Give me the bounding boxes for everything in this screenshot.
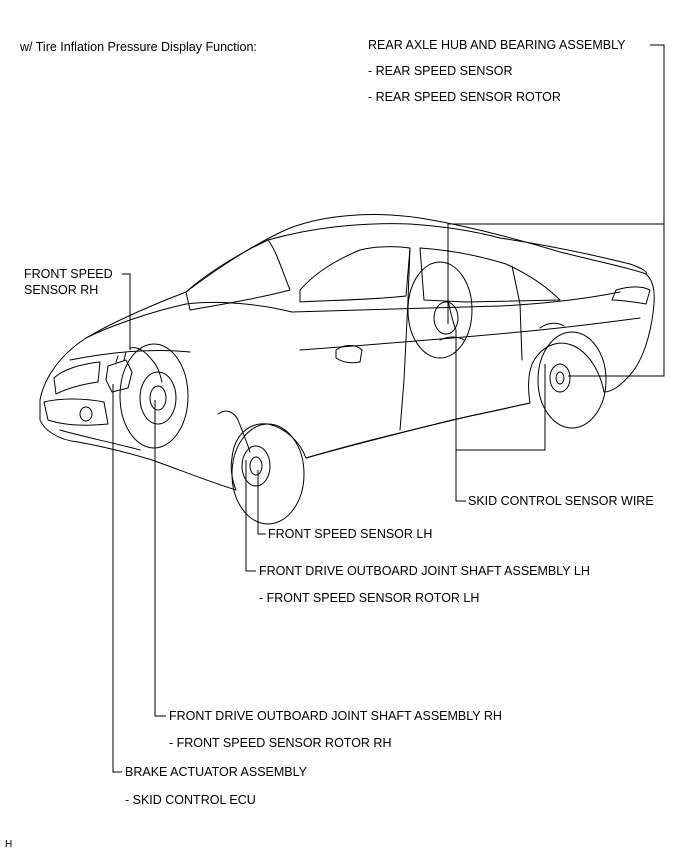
corner-mark: H	[5, 839, 13, 850]
label-front-drive-shaft-lh: FRONT DRIVE OUTBOARD JOINT SHAFT ASSEMBL…	[259, 564, 590, 578]
rear-deck	[499, 237, 647, 275]
leader-rear-axle-hub	[568, 44, 665, 377]
leader-front-drive-shaft-rh	[154, 400, 166, 717]
hood-crease	[69, 349, 191, 361]
side-mirror	[335, 345, 363, 364]
label-skid-control-sensor-wire: SKID CONTROL SENSOR WIRE	[468, 494, 654, 508]
front-right-wheel	[119, 343, 189, 449]
leader-rear-axle-hub-2	[447, 223, 664, 324]
label-skid-control-ecu: - SKID CONTROL ECU	[125, 793, 256, 807]
front-right-rotor	[149, 385, 167, 411]
label-rear-axle-hub: REAR AXLE HUB AND BEARING ASSEMBLY	[368, 38, 626, 52]
label-front-speed-sensor-rh-line1: FRONT SPEED	[24, 267, 113, 281]
rear-right-hub	[433, 301, 459, 335]
rear-left-wheel	[537, 331, 607, 429]
tail-light	[611, 286, 651, 305]
front-left-wheel	[231, 423, 305, 525]
leader-front-speed-sensor-lh	[257, 470, 266, 535]
leader-brake-actuator	[112, 384, 122, 773]
front-lh-sensor-wire	[217, 410, 251, 453]
rear-right-wheel	[407, 261, 473, 359]
front-door-handle	[439, 336, 465, 341]
beltline	[291, 291, 621, 313]
leader-front-drive-shaft-lh	[245, 460, 256, 572]
car-body-outline	[39, 214, 655, 491]
label-front-speed-sensor-lh: FRONT SPEED SENSOR LH	[268, 527, 433, 541]
label-front-speed-sensor-rotor-rh: - FRONT SPEED SENSOR ROTOR RH	[169, 736, 392, 750]
rear-door-handle	[539, 322, 565, 329]
diagram-header: w/ Tire Inflation Pressure Display Funct…	[20, 40, 257, 54]
roof-line	[267, 223, 501, 241]
fog-light	[79, 406, 93, 422]
label-front-speed-sensor-rh-line2: SENSOR RH	[24, 283, 99, 297]
rear-left-hub	[549, 363, 571, 393]
side-crease	[299, 317, 641, 351]
hood-line	[85, 301, 293, 339]
leader-skid-control-sensor-wire	[455, 330, 466, 502]
label-front-drive-shaft-rh: FRONT DRIVE OUTBOARD JOINT SHAFT ASSEMBL…	[169, 709, 502, 723]
leader-skid-control-sensor-wire-2	[456, 364, 546, 451]
leader-front-speed-sensor-rh	[122, 273, 131, 350]
door-split-rear	[511, 265, 523, 361]
windshield	[185, 239, 291, 311]
grille-lower	[59, 429, 141, 451]
brake-actuator-shape	[105, 359, 133, 393]
rear-sensor-wire	[447, 299, 457, 331]
rocker-panel	[305, 402, 531, 459]
rear-left-rotor	[555, 371, 565, 385]
front-right-hub	[139, 371, 177, 425]
label-brake-actuator-assembly: BRAKE ACTUATOR ASSEMBLY	[125, 765, 308, 779]
label-rear-speed-sensor: - REAR SPEED SENSOR	[368, 64, 513, 78]
label-front-speed-sensor-rotor-lh: - FRONT SPEED SENSOR ROTOR LH	[259, 591, 480, 605]
front-left-hub	[241, 445, 271, 487]
label-rear-speed-sensor-rotor: - REAR SPEED SENSOR ROTOR	[368, 90, 561, 104]
headlight	[53, 361, 101, 395]
front-side-window	[299, 246, 411, 303]
front-left-rotor	[249, 456, 263, 476]
front-rh-sensor-wire	[129, 347, 163, 383]
grille	[43, 398, 109, 426]
rear-side-window	[419, 247, 561, 303]
door-split-front	[399, 247, 411, 431]
